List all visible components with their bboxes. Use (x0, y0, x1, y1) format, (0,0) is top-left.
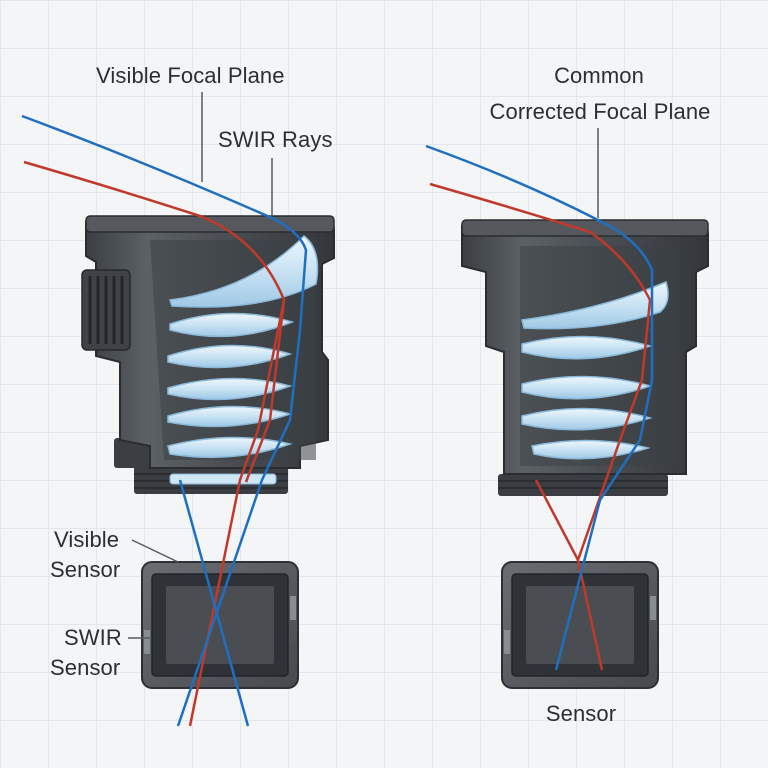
swir-rays-label: SWIR Rays (218, 127, 333, 152)
right-swir-ray (425, 144, 654, 671)
visible-focal-plane-label: Visible Focal Plane (96, 63, 285, 88)
swir-sensor-label-line1: SWIR (64, 625, 122, 650)
visible-sensor-label-line2: Sensor (50, 557, 121, 582)
left-swir-ray (21, 114, 308, 727)
swir-sensor-label-line2: Sensor (50, 655, 121, 680)
corrected-focal-plane-label: Corrected Focal Plane (489, 99, 711, 124)
right-visible-ray (429, 182, 652, 671)
leader-lines (128, 92, 599, 639)
right-lens-barrel-icon (461, 219, 709, 496)
swir-sensor-icon (501, 561, 659, 689)
sensor-label: Sensor (545, 701, 617, 726)
common-label: Common (554, 63, 644, 88)
left-visible-ray (23, 160, 286, 727)
visible-sensor-label-line1: Visible (54, 527, 120, 552)
